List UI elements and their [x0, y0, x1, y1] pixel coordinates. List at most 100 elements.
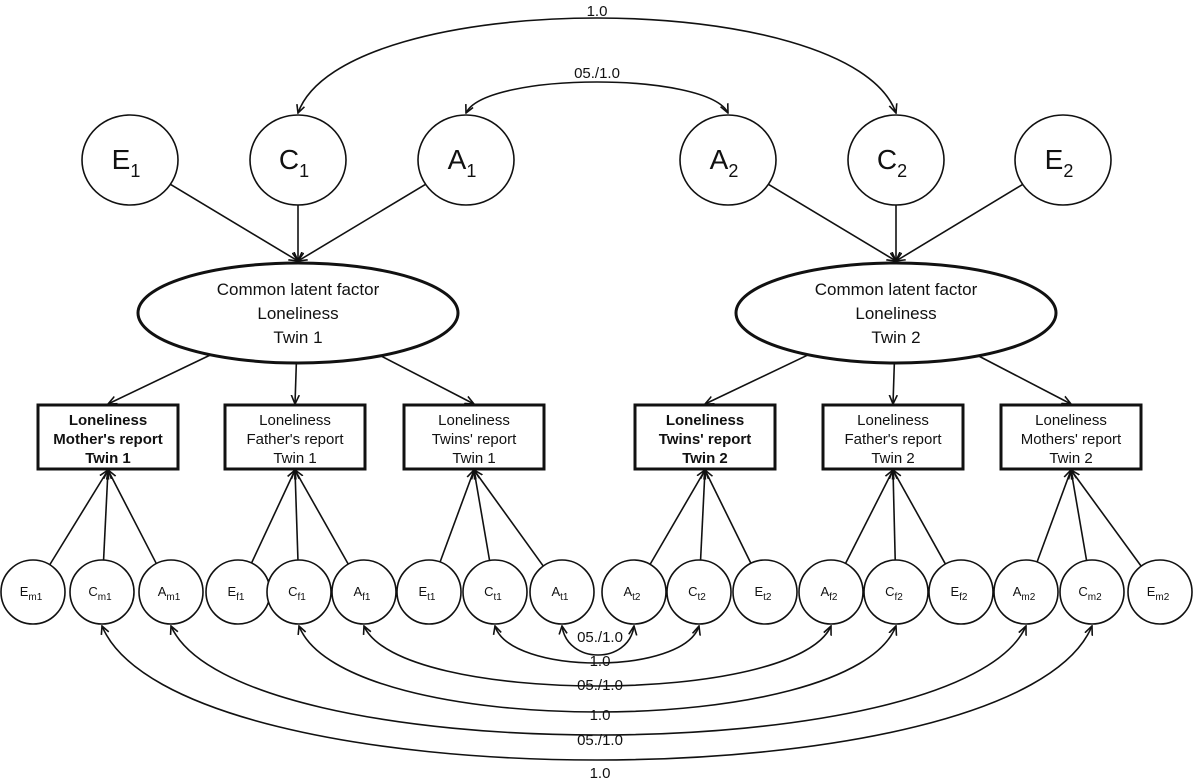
- latent-subscript: f1: [362, 592, 371, 603]
- latent-subscript: f1: [298, 592, 307, 603]
- latent-letter: A: [1013, 584, 1022, 599]
- indicator-label-line: Twins' report: [432, 431, 517, 448]
- latent-Am1: Am1: [138, 559, 204, 625]
- latent-subscript: m2: [1155, 592, 1169, 603]
- correlation-label-C1-C2: 1.0: [587, 3, 608, 20]
- svg-text:Et2: Et2: [754, 584, 771, 603]
- path-Ct2-to-R4: [699, 470, 705, 561]
- latent-Ef2: Ef2: [928, 559, 994, 625]
- latent-letter: E: [20, 584, 29, 599]
- latent-Af2: Af2: [798, 559, 864, 625]
- latent-At2: At2: [601, 559, 667, 625]
- latent-letter: A: [353, 584, 362, 599]
- svg-text:Et1: Et1: [418, 584, 435, 603]
- indicator-label-line: Twin 2: [682, 450, 728, 467]
- latent-Cf2: Cf2: [863, 559, 929, 625]
- svg-text:Cm1: Cm1: [88, 584, 112, 603]
- svg-text:Ef2: Ef2: [950, 584, 967, 603]
- latent-letter: E: [950, 584, 959, 599]
- latent-letter: C: [1078, 584, 1087, 599]
- latent-letter: A: [820, 584, 829, 599]
- svg-text:E2: E2: [1045, 144, 1074, 181]
- latent-C1: C1: [249, 114, 347, 206]
- path-E2-to-F2: [896, 183, 1024, 261]
- path-Ct1-to-R3: [474, 470, 491, 561]
- loading-F2-to-R6: [978, 355, 1071, 404]
- path-Et2-to-R4: [705, 470, 752, 564]
- loading-F1-to-R2: [295, 362, 296, 404]
- correlation-At1-At2: [562, 626, 634, 656]
- svg-text:At2: At2: [623, 584, 640, 603]
- svg-text:E1: E1: [112, 144, 141, 181]
- latent-letter: C: [288, 584, 297, 599]
- correlation-Am1-Am2: [171, 626, 1026, 736]
- loading-F2-to-R4: [705, 354, 809, 404]
- indicator-label-line: Loneliness: [438, 412, 510, 429]
- latent-Et1: Et1: [396, 559, 462, 625]
- factor-label-line: Common latent factor: [217, 280, 380, 299]
- latent-Ct1: Ct1: [462, 559, 528, 625]
- path-Cf2-to-R5: [893, 470, 895, 561]
- loading-F2-to-R5: [893, 362, 894, 404]
- latent-letter: E: [227, 584, 236, 599]
- correlation-Af1-Af2: [364, 626, 831, 687]
- indicator-label-line: Father's report: [246, 431, 344, 448]
- correlation-label-At1-At2: 05./1.0: [577, 629, 623, 646]
- indicator-label-line: Twin 2: [1049, 450, 1092, 467]
- latent-Et2: Et2: [732, 559, 798, 625]
- latent-Cm1: Cm1: [69, 559, 135, 625]
- latent-letter: E: [754, 584, 763, 599]
- indicator-label-line: Father's report: [844, 431, 942, 448]
- latent-letter: A: [448, 144, 467, 175]
- latent-letter: A: [710, 144, 729, 175]
- correlation-label-Am1-Am2: 05./1.0: [577, 732, 623, 749]
- indicator-label-line: Loneliness: [666, 412, 744, 429]
- path-Am2-to-R6: [1036, 470, 1071, 563]
- svg-text:A1: A1: [448, 144, 477, 181]
- svg-text:Cf1: Cf1: [288, 584, 306, 603]
- path-Em1-to-R1: [49, 470, 108, 566]
- latent-letter: E: [418, 584, 427, 599]
- latent-letter: C: [88, 584, 97, 599]
- path-Cf1-to-R2: [295, 470, 298, 561]
- latent-Em1: Em1: [0, 559, 66, 625]
- latent-subscript: 1: [299, 161, 309, 181]
- latent-letter: C: [484, 584, 493, 599]
- latent-letter: C: [688, 584, 697, 599]
- correlation-C1-C2: [298, 17, 896, 113]
- correlation-label-Ct1-Ct2: 1.0: [590, 653, 611, 670]
- svg-text:Em1: Em1: [20, 584, 43, 603]
- correlation-label-Cm1-Cm2: 1.0: [590, 765, 611, 782]
- latent-subscript: t2: [763, 592, 772, 603]
- svg-text:At1: At1: [551, 584, 568, 603]
- latent-letter: A: [551, 584, 560, 599]
- correlation-Cf1-Cf2: [299, 626, 896, 713]
- latent-subscript: 1: [130, 161, 140, 181]
- latent-Af1: Af1: [331, 559, 397, 625]
- path-Em2-to-R6: [1071, 470, 1142, 567]
- svg-text:Ct2: Ct2: [688, 584, 706, 603]
- latent-subscript: t1: [560, 592, 569, 603]
- latent-Cf1: Cf1: [266, 559, 332, 625]
- svg-text:Cf2: Cf2: [885, 584, 903, 603]
- loading-F1-to-R1: [108, 354, 211, 404]
- svg-text:A2: A2: [710, 144, 739, 181]
- latent-subscript: m1: [166, 592, 180, 603]
- indicator-label-line: Loneliness: [259, 412, 331, 429]
- latent-Ct2: Ct2: [666, 559, 732, 625]
- latent-letter: C: [885, 584, 894, 599]
- latent-subscript: f2: [959, 592, 968, 603]
- latent-letter: A: [623, 584, 632, 599]
- latent-subscript: t1: [494, 592, 503, 603]
- svg-text:Am2: Am2: [1013, 584, 1036, 603]
- indicator-label-line: Mothers' report: [1021, 431, 1122, 448]
- latent-letter: E: [112, 144, 131, 175]
- svg-text:Af2: Af2: [820, 584, 837, 603]
- loading-F1-to-R3: [380, 355, 474, 404]
